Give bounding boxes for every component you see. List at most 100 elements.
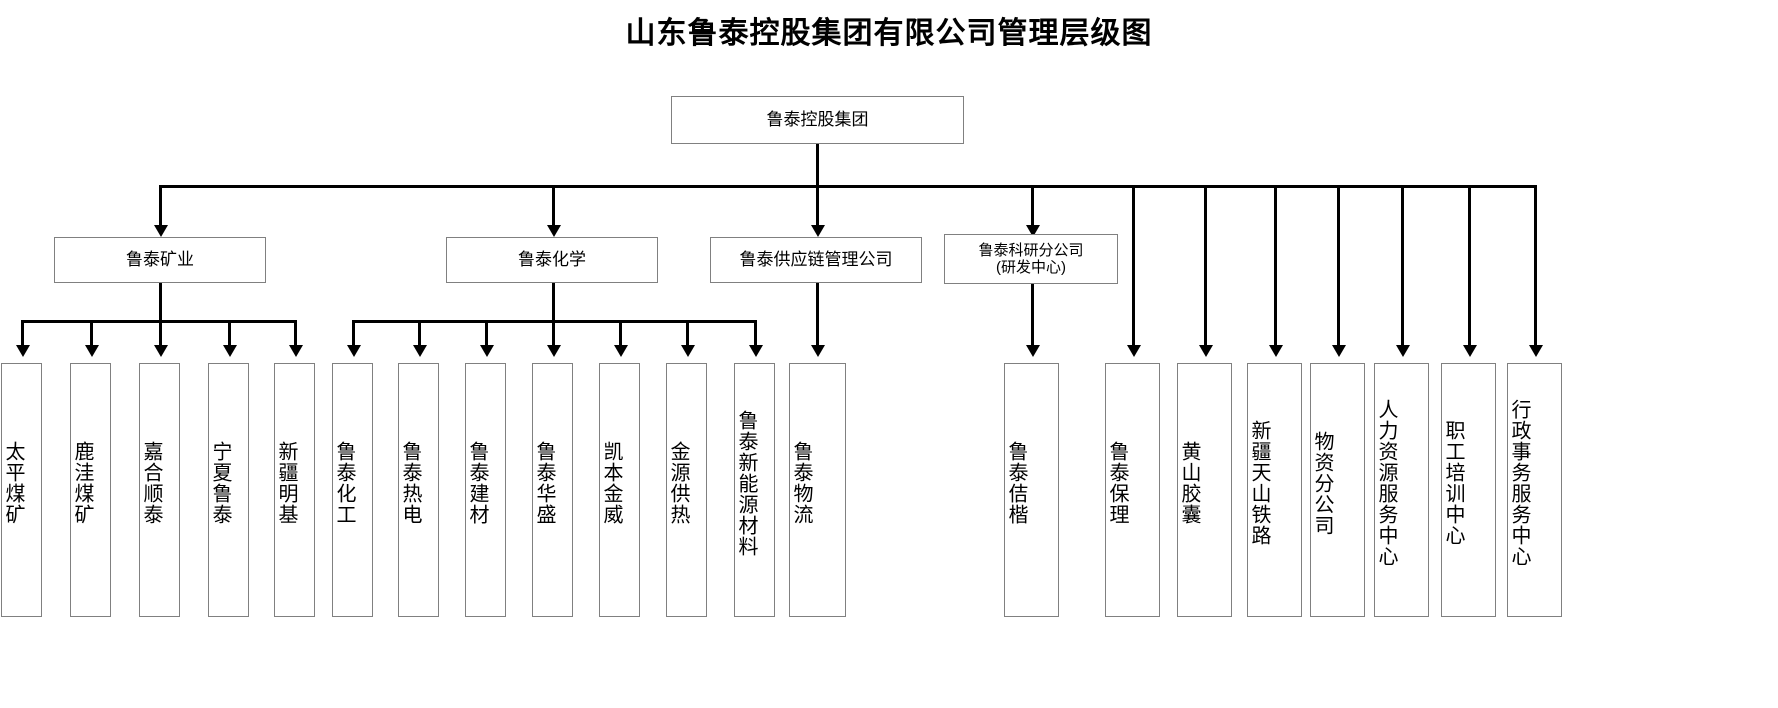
connector-supply-stem xyxy=(816,283,819,347)
arrow-mining xyxy=(154,225,168,237)
node-leaf-lutai-jikai[interactable]: 鲁泰佶楷 xyxy=(1004,363,1059,617)
arrow-direct-0 xyxy=(1026,345,1040,357)
connector-chem-drop-1 xyxy=(418,320,421,347)
node-leaf-label: 鲁泰保理 xyxy=(1106,441,1128,525)
node-root-label: 鲁泰控股集团 xyxy=(766,110,869,130)
connector-direct-drop-4 xyxy=(1337,185,1340,347)
connector-chemical-stem xyxy=(552,283,555,322)
node-leaf-label: 黄山胶囊 xyxy=(1178,441,1200,525)
node-leaf-label: 鲁泰化工 xyxy=(333,441,355,525)
node-leaf-lutai-logistics[interactable]: 鲁泰物流 xyxy=(789,363,846,617)
connector-mining-drop-0 xyxy=(21,320,24,347)
node-leaf-xinjiang-mingji[interactable]: 新疆明基 xyxy=(274,363,315,617)
node-leaf-label: 鹿洼煤矿 xyxy=(71,441,93,525)
connector-mining-drop-4 xyxy=(294,320,297,347)
arrow-chem-4 xyxy=(614,345,628,357)
arrow-direct-7 xyxy=(1529,345,1543,357)
arrow-mining-2 xyxy=(154,345,168,357)
node-leaf-label: 行政事务服务中心 xyxy=(1508,399,1530,567)
connector-chem-drop-4 xyxy=(619,320,622,347)
node-leaf-label: 鲁泰华盛 xyxy=(533,441,555,525)
arrow-mining-1 xyxy=(85,345,99,357)
node-leaf-label: 物资分公司 xyxy=(1311,430,1333,536)
connector-mining-drop-1 xyxy=(90,320,93,347)
node-supply-chain[interactable]: 鲁泰供应链管理公司 xyxy=(710,237,922,283)
connector-chem-drop-6 xyxy=(754,320,757,347)
connector-chem-drop-3 xyxy=(552,320,555,347)
arrow-chem-3 xyxy=(547,345,561,357)
node-leaf-lutai-huasheng[interactable]: 鲁泰华盛 xyxy=(532,363,573,617)
node-leaf-lutai-chemical-industry[interactable]: 鲁泰化工 xyxy=(332,363,373,617)
node-leaf-label: 人力资源服务中心 xyxy=(1375,399,1397,567)
connector-direct-drop-3 xyxy=(1274,185,1277,347)
arrow-supply xyxy=(811,225,825,237)
arrow-chem-1 xyxy=(413,345,427,357)
node-leaf-jinyuan-heating[interactable]: 金源供热 xyxy=(666,363,707,617)
node-leaf-label: 鲁泰佶楷 xyxy=(1005,441,1027,525)
connector-direct-drop-5 xyxy=(1401,185,1404,347)
node-leaf-lutai-new-energy-materials[interactable]: 鲁泰新能源材料 xyxy=(734,363,775,617)
connector-mining-stem xyxy=(159,283,162,322)
node-leaf-label: 鲁泰热电 xyxy=(399,441,421,525)
node-leaf-ningxia-lutai[interactable]: 宁夏鲁泰 xyxy=(208,363,249,617)
connector-direct-drop-7 xyxy=(1534,185,1537,347)
node-leaf-label: 宁夏鲁泰 xyxy=(209,441,231,525)
node-leaf-label: 新疆天山铁路 xyxy=(1248,420,1270,546)
connector-drop-chemical xyxy=(552,185,555,227)
node-research[interactable]: 鲁泰科研分公司 (研发中心) xyxy=(944,234,1118,284)
connector-drop-research xyxy=(1031,185,1034,227)
connector-root-stem xyxy=(816,144,819,186)
node-leaf-label: 新疆明基 xyxy=(275,441,297,525)
connector-chem-drop-5 xyxy=(686,320,689,347)
arrow-chem-5 xyxy=(681,345,695,357)
connector-mining-drop-3 xyxy=(228,320,231,347)
node-leaf-hr-service-center[interactable]: 人力资源服务中心 xyxy=(1374,363,1429,617)
node-leaf-kaiben-jinwei[interactable]: 凯本金威 xyxy=(599,363,640,617)
node-research-label-line2: (研发中心) xyxy=(996,259,1066,276)
arrow-direct-5 xyxy=(1396,345,1410,357)
arrow-chem-0 xyxy=(347,345,361,357)
connector-chem-drop-2 xyxy=(485,320,488,347)
node-mining[interactable]: 鲁泰矿业 xyxy=(54,237,266,283)
page-title: 山东鲁泰控股集团有限公司管理层级图 xyxy=(625,17,1153,50)
node-research-label-line1: 鲁泰科研分公司 xyxy=(978,241,1084,259)
arrow-mining-3 xyxy=(223,345,237,357)
node-leaf-xinjiang-tianshan-railway[interactable]: 新疆天山铁路 xyxy=(1247,363,1302,617)
node-supply-chain-label: 鲁泰供应链管理公司 xyxy=(739,250,893,270)
node-leaf-huangshan-capsule[interactable]: 黄山胶囊 xyxy=(1177,363,1232,617)
node-leaf-lutai-factoring[interactable]: 鲁泰保理 xyxy=(1105,363,1160,617)
arrow-chem-6 xyxy=(749,345,763,357)
arrow-direct-1 xyxy=(1127,345,1141,357)
node-leaf-staff-training-center[interactable]: 职工培训中心 xyxy=(1441,363,1496,617)
node-leaf-label: 嘉合顺泰 xyxy=(140,441,162,525)
node-leaf-lutai-building-materials[interactable]: 鲁泰建材 xyxy=(465,363,506,617)
arrow-mining-4 xyxy=(289,345,303,357)
arrow-supply-0 xyxy=(811,345,825,357)
node-root[interactable]: 鲁泰控股集团 xyxy=(671,96,964,144)
arrow-chemical xyxy=(547,225,561,237)
node-leaf-label: 凯本金威 xyxy=(600,441,622,525)
node-leaf-label: 太平煤矿 xyxy=(2,441,24,525)
arrow-direct-6 xyxy=(1463,345,1477,357)
arrow-direct-3 xyxy=(1269,345,1283,357)
connector-drop-mining xyxy=(159,185,162,227)
connector-direct-drop-2 xyxy=(1204,185,1207,347)
node-chemical[interactable]: 鲁泰化学 xyxy=(446,237,658,283)
connector-direct-drop-1 xyxy=(1132,185,1135,347)
node-leaf-luwa-coal[interactable]: 鹿洼煤矿 xyxy=(70,363,111,617)
node-mining-label: 鲁泰矿业 xyxy=(126,250,194,270)
connector-main-bus xyxy=(159,185,1534,188)
connector-direct-drop-0 xyxy=(1031,284,1034,347)
node-leaf-materials-branch[interactable]: 物资分公司 xyxy=(1310,363,1365,617)
node-leaf-label: 鲁泰物流 xyxy=(790,441,812,525)
connector-direct-drop-6 xyxy=(1468,185,1471,347)
node-leaf-admin-service-center[interactable]: 行政事务服务中心 xyxy=(1507,363,1562,617)
node-leaf-label: 金源供热 xyxy=(667,441,689,525)
connector-chem-drop-0 xyxy=(352,320,355,347)
node-leaf-taiping-coal[interactable]: 太平煤矿 xyxy=(1,363,42,617)
node-chemical-label: 鲁泰化学 xyxy=(518,250,586,270)
node-leaf-label: 职工培训中心 xyxy=(1442,420,1464,546)
node-leaf-jiaheshuntai[interactable]: 嘉合顺泰 xyxy=(139,363,180,617)
node-leaf-lutai-thermal-power[interactable]: 鲁泰热电 xyxy=(398,363,439,617)
